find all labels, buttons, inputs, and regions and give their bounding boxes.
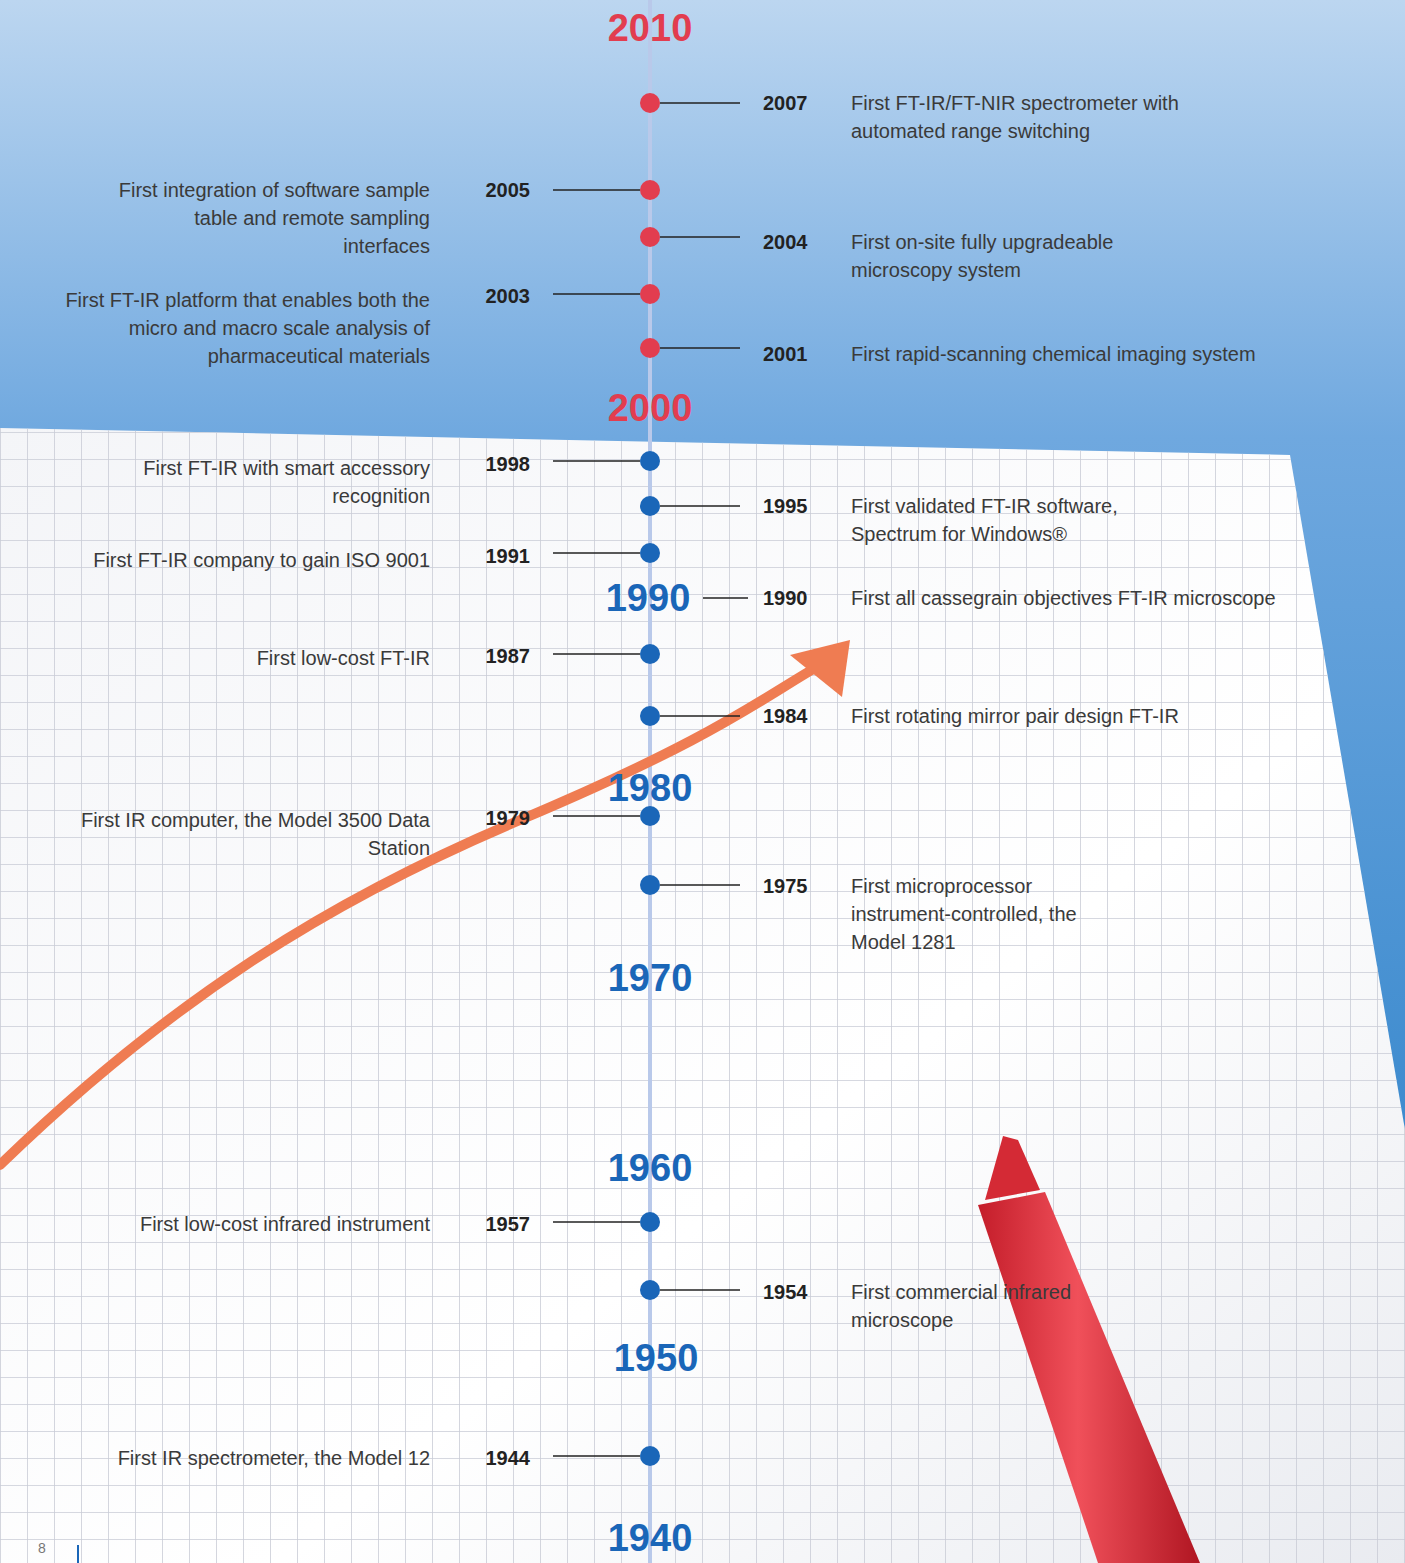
leader-line bbox=[553, 293, 640, 295]
graph-grid bbox=[0, 428, 1405, 1563]
year-label: 1987 bbox=[486, 642, 531, 670]
year-label: 1998 bbox=[486, 450, 531, 478]
leader-line bbox=[660, 1289, 740, 1291]
decade-label: 1960 bbox=[608, 1146, 693, 1190]
year-label: 1954 bbox=[763, 1278, 808, 1306]
year-label: 2007 bbox=[763, 89, 808, 117]
timeline-dot bbox=[640, 644, 660, 664]
leader-line bbox=[660, 236, 740, 238]
year-label: 2003 bbox=[486, 282, 531, 310]
leader-line bbox=[660, 884, 740, 886]
timeline-dot bbox=[640, 338, 660, 358]
leader-line bbox=[553, 460, 640, 462]
milestone-text: First microprocessor instrument-controll… bbox=[851, 872, 1113, 956]
leader-line bbox=[553, 653, 640, 655]
milestone-text: First FT-IR/FT-NIR spectrometer with aut… bbox=[851, 89, 1231, 145]
milestone-text: First low-cost infrared instrument bbox=[140, 1210, 430, 1238]
growth-arrowhead bbox=[790, 640, 850, 697]
milestone-text: First IR spectrometer, the Model 12 bbox=[118, 1444, 430, 1472]
year-label: 1975 bbox=[763, 872, 808, 900]
timeline-dot bbox=[640, 1446, 660, 1466]
milestone-text: First commercial infrared microscope bbox=[851, 1278, 1093, 1334]
timeline-dot bbox=[640, 180, 660, 200]
decade-label: 1980 bbox=[608, 766, 693, 810]
year-label: 1991 bbox=[486, 542, 531, 570]
milestone-text: First IR computer, the Model 3500 Data S… bbox=[28, 806, 430, 862]
leader-line bbox=[703, 597, 748, 599]
year-label: 1984 bbox=[763, 702, 808, 730]
year-label: 1990 bbox=[763, 584, 808, 612]
pen-tip bbox=[985, 1136, 1040, 1200]
year-label: 2004 bbox=[763, 228, 808, 256]
decade-label: 1990 bbox=[606, 576, 691, 620]
milestone-text: First rotating mirror pair design FT-IR bbox=[851, 702, 1179, 730]
milestone-text: First integration of software sample tab… bbox=[108, 176, 430, 260]
milestone-text: First all cassegrain objectives FT-IR mi… bbox=[851, 584, 1276, 612]
year-label: 1944 bbox=[486, 1444, 531, 1472]
milestone-text: First rapid-scanning chemical imaging sy… bbox=[851, 340, 1296, 368]
timeline-dot bbox=[640, 284, 660, 304]
leader-line bbox=[553, 189, 640, 191]
timeline-dot bbox=[640, 875, 660, 895]
timeline-dot bbox=[640, 543, 660, 563]
timeline-dot bbox=[640, 227, 660, 247]
year-label: 1957 bbox=[486, 1210, 531, 1238]
timeline-dot bbox=[640, 93, 660, 113]
milestone-text: First validated FT-IR software, Spectrum… bbox=[851, 492, 1201, 548]
leader-line bbox=[660, 102, 740, 104]
milestone-text: First FT-IR company to gain ISO 9001 bbox=[93, 546, 430, 574]
year-label: 2005 bbox=[486, 176, 531, 204]
decade-label: 2010 bbox=[608, 6, 693, 50]
year-label: 1979 bbox=[486, 804, 531, 832]
page-number: 8 bbox=[38, 1540, 46, 1556]
graph-paper bbox=[0, 428, 1405, 1563]
milestone-text: First low-cost FT-IR bbox=[257, 644, 430, 672]
leader-line bbox=[553, 1221, 640, 1223]
decade-label: 1940 bbox=[608, 1516, 693, 1560]
year-label: 1995 bbox=[763, 492, 808, 520]
milestone-text: First FT-IR platform that enables both t… bbox=[18, 286, 430, 370]
leader-line bbox=[553, 815, 640, 817]
timeline-dot bbox=[640, 1280, 660, 1300]
decade-label: 1950 bbox=[614, 1336, 699, 1380]
red-pen bbox=[978, 1192, 1200, 1563]
leader-line bbox=[553, 1455, 640, 1457]
leader-line bbox=[660, 715, 740, 717]
page-rule bbox=[77, 1545, 79, 1563]
milestone-text: First FT-IR with smart accessory recogni… bbox=[52, 454, 430, 510]
decade-label: 2000 bbox=[608, 386, 693, 430]
timeline-dot bbox=[640, 706, 660, 726]
leader-line bbox=[553, 552, 640, 554]
leader-line bbox=[660, 347, 740, 349]
year-label: 2001 bbox=[763, 340, 808, 368]
milestone-text: First on-site fully upgradeable microsco… bbox=[851, 228, 1203, 284]
growth-arrow bbox=[0, 668, 815, 1165]
decade-label: 1970 bbox=[608, 956, 693, 1000]
timeline-dot bbox=[640, 1212, 660, 1232]
leader-line bbox=[660, 505, 740, 507]
timeline-dot bbox=[640, 496, 660, 516]
timeline-dot bbox=[640, 451, 660, 471]
